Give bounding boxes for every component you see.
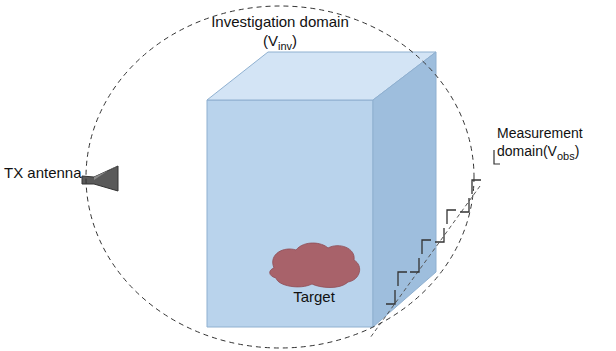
text-line: Investigation domain bbox=[180, 13, 380, 31]
tx-antenna bbox=[82, 166, 118, 191]
node-label: (V bbox=[263, 32, 278, 49]
label-text: ) bbox=[575, 143, 580, 159]
target-region: Target bbox=[262, 238, 366, 310]
label-text: (V bbox=[543, 143, 557, 159]
domain-label: Measurement domain(Vobs) bbox=[497, 124, 613, 161]
text-line: Target bbox=[262, 288, 366, 306]
subscript: inv bbox=[278, 40, 292, 52]
label-text: TX antenna bbox=[4, 164, 82, 181]
subscript: obs bbox=[557, 150, 575, 162]
cube-front bbox=[207, 100, 373, 327]
investigation-domain: Investigation domain (Vinv) Target bbox=[85, 5, 475, 349]
node-label: Target bbox=[293, 288, 335, 305]
cube-side bbox=[373, 52, 436, 327]
measurement-antennas bbox=[370, 180, 481, 338]
node-label: Investigation domain bbox=[211, 13, 349, 30]
node-label: ) bbox=[292, 32, 297, 49]
antenna-label: TX antenna bbox=[4, 164, 84, 182]
text-line: (Vinv) bbox=[180, 32, 380, 51]
investigation-domain-outline bbox=[85, 5, 475, 349]
